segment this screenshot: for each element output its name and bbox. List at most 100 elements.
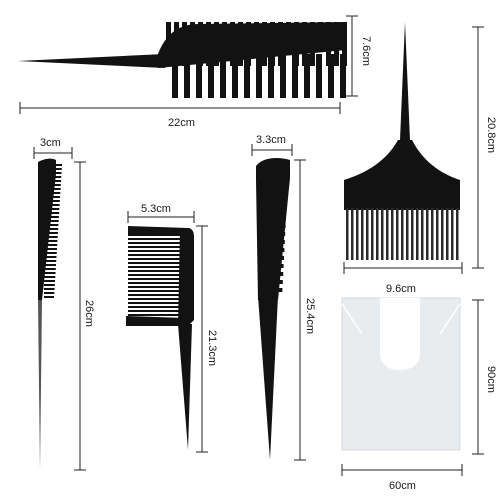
comb-tooth (190, 22, 195, 48)
weave-comb-tail (18, 54, 165, 68)
weave-comb-teeth-lower (172, 54, 346, 98)
comb-tooth (340, 54, 346, 98)
comb-tooth (346, 208, 349, 260)
comb-tooth (258, 272, 284, 276)
hair-cape-neck-slot (380, 298, 420, 370)
comb-tooth (44, 212, 60, 214)
comb-tooth (262, 22, 267, 66)
comb-tooth (446, 208, 449, 260)
dimension-label: 22cm (168, 117, 195, 129)
rat-tail-comb-pin (38, 300, 42, 470)
comb-tooth (128, 310, 180, 312)
tint-brush-height-dimension: 20.8cm (472, 26, 497, 269)
comb-tooth (128, 282, 180, 284)
comb-tooth (184, 54, 190, 98)
comb-tooth (44, 188, 61, 190)
comb-tooth (416, 208, 419, 260)
comb-tooth (128, 246, 180, 248)
comb-tooth (44, 244, 58, 246)
dimension-label: 90cm (485, 366, 497, 393)
comb-tooth (268, 54, 274, 98)
tint-brush-width-dimension: 9.6cm (343, 262, 463, 295)
tint-brush-handle (400, 22, 410, 140)
comb-tooth (246, 22, 251, 66)
rat-tail-comb (38, 158, 62, 470)
comb-tooth (302, 22, 307, 66)
comb-tooth (456, 208, 459, 260)
tail-comb-height-dimension: 25.4cm (294, 159, 316, 461)
tail-comb (256, 158, 290, 460)
comb-tooth (258, 232, 286, 236)
comb-tooth (421, 208, 424, 260)
hair-cape-height-dimension: 90cm (472, 299, 497, 455)
comb-tooth (198, 22, 203, 66)
comb-tooth (401, 208, 404, 260)
comb-tooth (258, 200, 287, 204)
rat-tail-comb-teeth (44, 164, 62, 298)
comb-tooth (128, 290, 180, 292)
wide-tail-comb-height-dimension: 21.3cm (196, 225, 218, 453)
comb-tooth (44, 292, 55, 294)
comb-tooth (441, 208, 444, 260)
comb-tooth (128, 250, 180, 252)
comb-tooth (44, 196, 61, 198)
comb-tooth (396, 208, 399, 260)
wide-tail-comb (126, 226, 194, 450)
comb-tooth (328, 54, 334, 98)
comb-tooth (44, 260, 57, 262)
comb-tooth (44, 184, 61, 186)
comb-tooth (44, 172, 62, 174)
comb-tooth (356, 208, 359, 260)
comb-tooth (316, 54, 322, 98)
comb-tooth (44, 288, 55, 290)
comb-tooth (451, 208, 454, 260)
comb-tooth (44, 164, 62, 166)
comb-tooth (278, 22, 283, 66)
comb-tooth (44, 224, 59, 226)
comb-tooth (376, 208, 379, 260)
comb-tooth (391, 208, 394, 260)
comb-tooth (292, 54, 298, 98)
comb-tooth (220, 54, 226, 98)
comb-tooth (44, 176, 62, 178)
comb-tooth (280, 54, 286, 98)
wide-tail-comb-tail (178, 324, 192, 450)
comb-tooth (128, 266, 180, 268)
comb-tooth (128, 302, 180, 304)
comb-tooth (44, 192, 61, 194)
comb-tooth (214, 22, 219, 66)
comb-tooth (256, 54, 262, 98)
comb-tooth (44, 268, 56, 270)
tint-brush-bristles (346, 208, 459, 260)
wide-tail-comb-teeth (128, 238, 180, 316)
comb-tooth (44, 220, 59, 222)
comb-tooth (222, 22, 227, 48)
comb-tooth (128, 258, 180, 260)
tail-comb-teeth (258, 176, 288, 292)
comb-tooth (44, 168, 62, 170)
comb-tooth (381, 208, 384, 260)
comb-tooth (128, 242, 180, 244)
comb-tooth (128, 314, 180, 316)
comb-tooth (258, 256, 284, 260)
tail-comb-tail (258, 296, 278, 460)
comb-tooth (128, 238, 180, 240)
comb-tooth (258, 224, 286, 228)
comb-tooth (44, 248, 57, 250)
comb-tooth (258, 216, 286, 220)
comb-tooth (44, 180, 62, 182)
comb-tooth (406, 208, 409, 260)
comb-tooth (361, 208, 364, 260)
comb-tooth (258, 288, 283, 292)
tail-comb-width-dimension: 3.3cm (251, 134, 293, 156)
comb-tooth (128, 274, 180, 276)
comb-tooth (366, 208, 369, 260)
comb-tooth (436, 208, 439, 260)
comb-tooth (351, 208, 354, 260)
comb-tooth (44, 264, 56, 266)
comb-tooth (172, 54, 178, 98)
weave-comb (18, 22, 347, 98)
wide-tail-comb-bottom (126, 316, 184, 326)
comb-tooth (44, 280, 56, 282)
